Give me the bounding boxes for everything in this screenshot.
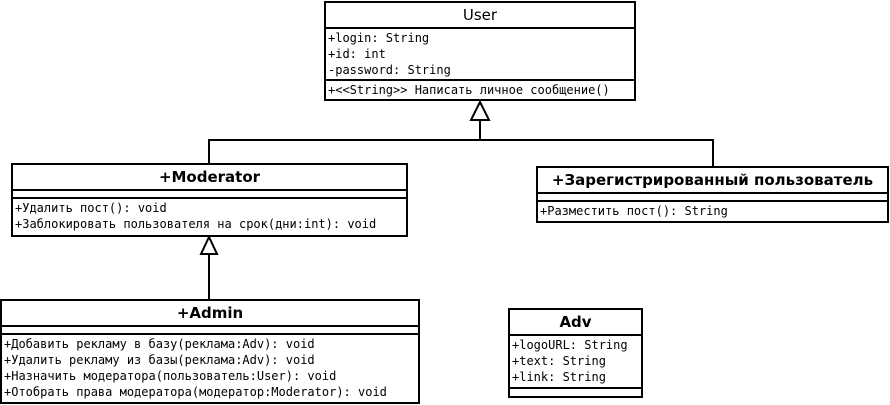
operation: +Разместить пост(): String	[540, 204, 728, 218]
operation: +Удалить рекламу из базы(реклама:Adv): v…	[4, 353, 315, 367]
operations-section: +Удалить пост(): void +Заблокировать пол…	[13, 199, 406, 234]
operations-section: +<<String>> Написать личное сообщение()	[326, 81, 634, 100]
class-name: +Moderator	[13, 165, 406, 191]
operations-section	[510, 389, 641, 395]
operation: +Удалить пост(): void	[15, 201, 167, 215]
generalization-arrowhead-moderator	[199, 234, 219, 255]
generalization-arrowhead-user	[469, 99, 491, 121]
class-name: User	[326, 3, 634, 29]
attribute: +logoURL: String	[512, 338, 628, 352]
operations-section: +Разместить пост(): String	[538, 202, 887, 221]
attribute: +text: String	[512, 354, 606, 368]
operation: +Назначить модератора(пользователь:User)…	[4, 369, 337, 383]
class-adv[interactable]: Adv +logoURL: String +text: String +link…	[508, 308, 643, 398]
operation: +Отобрать права модератора(модератор:Mod…	[4, 385, 387, 399]
attributes-section	[2, 327, 418, 335]
attributes-section: +logoURL: String +text: String +link: St…	[510, 336, 641, 389]
class-moderator[interactable]: +Moderator +Удалить пост(): void +Заблок…	[11, 163, 408, 237]
generalization-edge-registered-user	[480, 139, 714, 167]
operations-section: +Добавить рекламу в базу(реклама:Adv): v…	[2, 335, 418, 402]
class-name: +Admin	[2, 301, 418, 327]
class-admin[interactable]: +Admin +Добавить рекламу в базу(реклама:…	[0, 299, 420, 404]
attribute: +id: int	[328, 47, 386, 61]
class-registered-user[interactable]: +Зарегистрированный пользователь +Размес…	[536, 166, 889, 223]
operation: +Добавить рекламу в базу(реклама:Adv): v…	[4, 337, 315, 351]
generalization-edge-moderator-user	[208, 120, 481, 165]
attribute: +link: String	[512, 370, 606, 384]
operation: +Заблокировать пользователя на срок(дни:…	[15, 217, 377, 231]
operation: +<<String>> Написать личное сообщение()	[328, 82, 610, 97]
attributes-section: +login: String +id: int -password: Strin…	[326, 29, 634, 81]
class-name: +Зарегистрированный пользователь	[538, 168, 887, 194]
class-name: Adv	[510, 310, 641, 336]
attribute: -password: String	[328, 63, 451, 77]
attributes-section	[538, 194, 887, 202]
class-user[interactable]: User +login: String +id: int -password: …	[324, 1, 636, 101]
attribute: +login: String	[328, 31, 430, 45]
attributes-section	[13, 191, 406, 199]
